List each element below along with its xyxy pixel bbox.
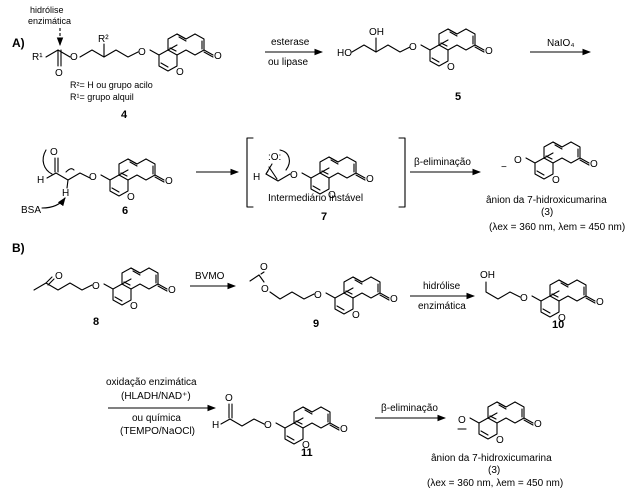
ring-oxygen-11: O — [302, 440, 310, 451]
vinyl-h-7: H — [253, 172, 260, 183]
carbonyl-oxygen: O — [55, 68, 63, 79]
compound-3-anion-b: O O O ânion da 7-hidroxicumarina (3) (λe… — [427, 401, 563, 489]
step-beta-elimination-a-label: β-eliminação — [414, 157, 471, 168]
bracket-right — [398, 137, 406, 208]
ring-oxygen-10: O — [558, 313, 566, 324]
anion-label-b: ânion da 7-hidroxicumarina — [431, 453, 552, 464]
aldehyde-oxygen-11: O — [225, 393, 233, 404]
compound-4-structure: hidrólise enzimática R¹ O O R² O O O R²=… — [28, 5, 222, 121]
hydroxyl-5a: HO — [337, 48, 352, 59]
wavelength-a: (λex = 360 nm, λem = 450 nm) — [489, 222, 625, 233]
ring-oxygen-6: O — [127, 192, 135, 203]
hydroxyl-5b: OH — [369, 27, 384, 38]
ether-oxygen-8: O — [92, 281, 100, 292]
alpha-h-6: H — [62, 188, 69, 199]
r1-substituent: R¹ — [32, 52, 43, 63]
ether-oxygen-5: O — [409, 42, 417, 53]
ether-oxygen-11: O — [264, 420, 272, 431]
compound-6-number: 6 — [122, 205, 128, 217]
step-oxidation-line3: ou química — [132, 413, 181, 424]
aldehyde-h-6: H — [37, 175, 44, 186]
compound-11-structure: O H O O O 11 — [212, 393, 348, 459]
bracket-left — [246, 137, 254, 208]
compound-5-number: 5 — [455, 91, 461, 103]
step-oxidation-line2: (HLADH/NAD⁺) — [121, 391, 191, 402]
ether-oxygen-10: O — [520, 293, 528, 304]
step-esterase-label: esterase — [271, 37, 310, 48]
lactone-oxygen-10: O — [596, 297, 604, 308]
step-oxidation-line1: oxidação enzimática — [106, 377, 197, 388]
lactone-oxygen-11: O — [340, 424, 348, 435]
ester-oxygen-9: O — [261, 284, 269, 295]
ring-oxygen-3a: O — [552, 175, 560, 186]
wavelength-b: (λex = 360 nm, λem = 450 nm) — [427, 478, 563, 489]
hydrolysis-note-line2: enzimática — [28, 16, 71, 26]
compound-10-number: 10 — [552, 319, 564, 331]
step-hydrolysis-b-bottom: enzimática — [418, 301, 466, 312]
section-a-label: A) — [12, 36, 25, 50]
bsa-label: BSA — [21, 205, 41, 216]
hydrolysis-note-line1: hidrólise — [30, 5, 64, 15]
or2-group: R² — [98, 34, 109, 45]
minus-charge-a: − — [501, 162, 507, 173]
compound-9-number: 9 — [313, 318, 319, 330]
ether-oxygen-4: O — [138, 47, 146, 58]
compound-4-number: 4 — [121, 109, 128, 121]
phenoxide-oxygen-b: O — [458, 415, 466, 426]
step-lipase-label: ou lipase — [268, 57, 308, 68]
step-oxidation-line4: (TEMPO/NaOCl) — [120, 426, 195, 437]
compound-5-structure: HO OH O O O 5 — [337, 27, 493, 103]
substrate-note-1: R²= H ou grupo acilo — [70, 80, 153, 90]
ring-oxygen-8: O — [130, 301, 138, 312]
aldehyde-oxygen-6: O — [50, 147, 58, 158]
ring-oxygen-3b: O — [496, 435, 504, 446]
enolate-oxygen-7: :O: — [268, 152, 281, 163]
compound-8-structure: O O O O 8 — [33, 267, 176, 328]
substrate-note-2: R¹= grupo alquil — [70, 92, 134, 102]
aldehyde-h-11: H — [212, 420, 219, 431]
lactone-oxygen-9: O — [390, 294, 398, 305]
lactone-oxygen-3b: O — [534, 419, 542, 430]
compound-3-number-a: (3) — [541, 207, 553, 218]
lactone-oxygen-7: O — [366, 174, 374, 185]
step-bvmo-label: BVMO — [195, 271, 225, 282]
phenoxide-oxygen-a: O — [514, 155, 522, 166]
acetyl-oxygen-9: O — [260, 262, 268, 273]
compound-3-number-b: (3) — [488, 465, 500, 476]
step-hydrolysis-b-top: hidrólise — [423, 281, 461, 292]
hydroxyl-10: OH — [480, 270, 495, 281]
lactone-oxygen-6: O — [165, 176, 173, 187]
ether-oxygen-7: O — [290, 170, 298, 181]
compound-3-anion-a: − O O O ânion da 7-hidroxicumarina (3) (… — [486, 141, 625, 233]
ester-oxygen: O — [70, 52, 78, 63]
ring-oxygen-4: O — [176, 67, 184, 78]
ether-oxygen-9: O — [314, 290, 322, 301]
ring-oxygen-9: O — [352, 310, 360, 321]
lactone-oxygen-4: O — [214, 51, 222, 62]
intermediate-label: Intermediário instável — [268, 193, 363, 204]
step-naio4-label: NaIO₄ — [547, 38, 574, 49]
compound-6-structure: O H H BSA O O O 6 — [21, 147, 173, 217]
ether-oxygen-6: O — [89, 172, 97, 183]
lactone-oxygen-8: O — [168, 285, 176, 296]
compound-8-number: 8 — [93, 316, 99, 328]
compound-7-number: 7 — [321, 211, 327, 223]
compound-11-number: 11 — [301, 447, 313, 459]
compound-7-structure: :O: H O O O Intermediário instável 7 — [246, 137, 406, 223]
compound-9-structure: O O O O O 9 — [249, 262, 398, 330]
step-beta-elimination-b-label: β-eliminação — [381, 403, 438, 414]
ring-oxygen-7: O — [328, 190, 336, 201]
section-b-label: B) — [12, 241, 25, 255]
compound-10-structure: OH O O O 10 — [480, 270, 604, 331]
lactone-oxygen-5: O — [485, 46, 493, 57]
ring-oxygen-5: O — [447, 62, 455, 73]
anion-label-a: ânion da 7-hidroxicumarina — [486, 195, 607, 206]
lactone-oxygen-3a: O — [590, 159, 598, 170]
ketone-oxygen-8: O — [55, 271, 63, 282]
